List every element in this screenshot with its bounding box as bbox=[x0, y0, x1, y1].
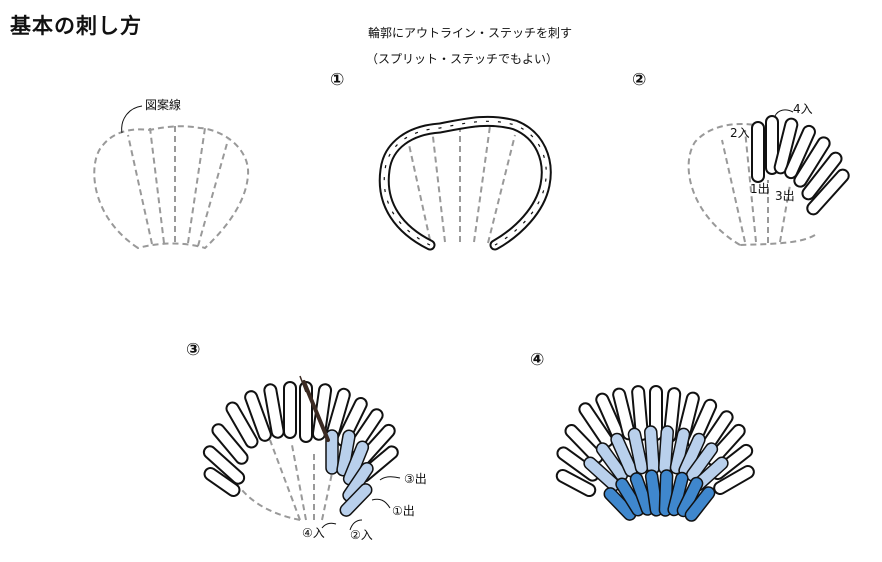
outline-leader bbox=[121, 105, 143, 134]
step-3-in-4-label: ④入 bbox=[302, 526, 325, 540]
step-2-in-2-label: 2入 bbox=[730, 126, 750, 140]
step-3-figure bbox=[202, 375, 401, 531]
step-3-in-2-label: ②入 bbox=[350, 528, 373, 542]
step-2-out-1-label: 1出 bbox=[750, 182, 770, 196]
page-title: 基本の刺し方 bbox=[10, 14, 142, 38]
step-4-number: ④ bbox=[530, 350, 545, 370]
step-2-number: ② bbox=[632, 70, 647, 90]
step-3-out-3-label: ③出 bbox=[404, 472, 427, 486]
step-4-figure bbox=[555, 385, 755, 522]
step-2-figure bbox=[687, 109, 850, 246]
step-3-out-1-label: ①出 bbox=[392, 504, 415, 518]
outline-figure bbox=[93, 125, 250, 250]
instruction-text: 輪郭にアウトライン・ステッチを刺す bbox=[368, 26, 573, 40]
step-3-number: ③ bbox=[186, 340, 201, 360]
instruction-note: （スプリット・ステッチでもよい） bbox=[366, 52, 559, 66]
step-2-out-3-label: 3出 bbox=[775, 189, 795, 203]
step-1-number: ① bbox=[330, 70, 345, 90]
outline-label: 図案線 bbox=[145, 98, 182, 112]
step-2-in-4-label: 4入 bbox=[793, 102, 813, 116]
step-1-figure bbox=[378, 115, 552, 251]
